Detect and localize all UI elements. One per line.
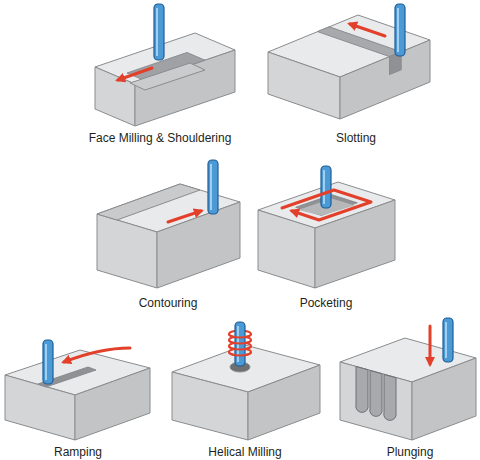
block-side bbox=[340, 362, 412, 440]
helix-path bbox=[229, 352, 251, 356]
end-mill bbox=[43, 340, 53, 384]
tool-highlight bbox=[210, 164, 212, 210]
shoulder-floor bbox=[130, 63, 205, 90]
operation-caption: Plunging bbox=[387, 445, 434, 459]
contour-step bbox=[97, 184, 200, 220]
feed-arrow bbox=[168, 211, 201, 222]
block-front bbox=[248, 365, 320, 440]
block-side bbox=[268, 52, 340, 119]
operation-caption: Face Milling & Shouldering bbox=[89, 131, 232, 145]
feed-arrow bbox=[429, 326, 432, 364]
end-mill bbox=[208, 160, 218, 214]
operation-caption: Contouring bbox=[139, 296, 198, 310]
helix-path bbox=[229, 340, 251, 344]
block-side bbox=[172, 372, 248, 440]
block-side bbox=[97, 214, 157, 288]
feed-arrow bbox=[282, 190, 371, 220]
helix-path bbox=[229, 346, 251, 350]
block-side bbox=[258, 210, 315, 288]
end-mill bbox=[443, 318, 453, 362]
block-front bbox=[412, 358, 476, 440]
feed-arrow bbox=[350, 24, 385, 36]
tool-highlight bbox=[45, 344, 47, 380]
tool-highlight bbox=[156, 8, 158, 56]
slot bbox=[318, 27, 402, 57]
end-mill bbox=[395, 4, 405, 56]
operation-caption: Ramping bbox=[54, 445, 102, 459]
helix-path bbox=[229, 334, 251, 338]
operation-caption: Helical Milling bbox=[208, 445, 281, 459]
end-mill bbox=[154, 4, 164, 60]
tool-highlight bbox=[323, 170, 325, 204]
tool-highlight bbox=[445, 322, 447, 358]
operation-caption: Pocketing bbox=[300, 296, 353, 310]
plunge-hole bbox=[356, 367, 368, 413]
block-front bbox=[157, 202, 240, 288]
plunge-hole bbox=[384, 375, 396, 421]
feed-arrow bbox=[64, 348, 130, 362]
plunge-hole bbox=[370, 371, 382, 417]
block-front bbox=[75, 368, 150, 440]
operation-caption: Slotting bbox=[336, 131, 376, 145]
end-mill bbox=[321, 166, 331, 208]
feed-arrow bbox=[118, 68, 152, 80]
tool-highlight bbox=[397, 8, 399, 52]
